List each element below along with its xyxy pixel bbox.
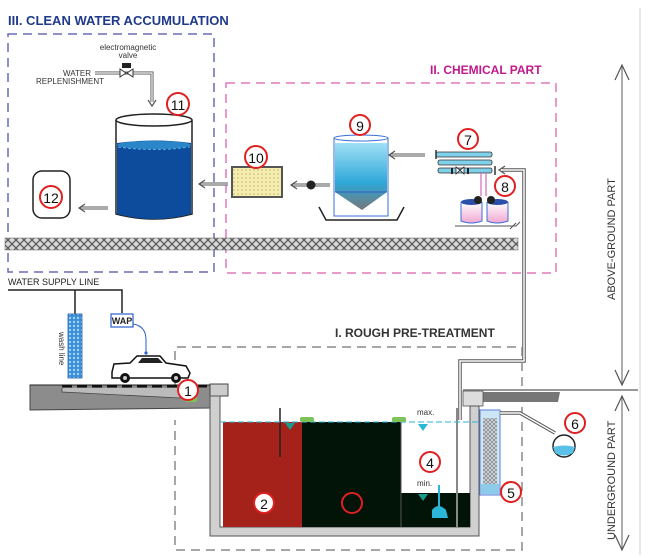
sewer-outlet-icon bbox=[552, 434, 576, 458]
marker-3: 3 bbox=[341, 492, 363, 514]
marker-number: 5 bbox=[507, 485, 515, 501]
ground-slab-right bbox=[462, 389, 638, 407]
min-level-label: min. bbox=[417, 479, 432, 488]
car-icon bbox=[111, 355, 191, 383]
marker-number: 6 bbox=[571, 416, 579, 432]
marker-2: 2 bbox=[253, 492, 275, 514]
section-title-clean-water: III. CLEAN WATER ACCUMULATION bbox=[8, 13, 229, 28]
marker-10: 10 bbox=[244, 145, 268, 169]
submersible-pump-icon bbox=[432, 506, 448, 518]
chemical-tanks bbox=[455, 196, 521, 230]
marker-6: 6 bbox=[564, 412, 586, 434]
wap-box bbox=[110, 313, 134, 328]
marker-number: 1 bbox=[184, 383, 192, 399]
marker-number: 12 bbox=[43, 190, 59, 206]
marker-8: 8 bbox=[494, 175, 516, 197]
marker-number: 2 bbox=[260, 496, 268, 512]
underground-arrow-icon bbox=[614, 394, 630, 552]
sand-filter-column bbox=[479, 409, 501, 496]
above-ground-arrow-icon bbox=[614, 63, 630, 387]
marker-5: 5 bbox=[500, 481, 522, 503]
arrow-uv-to-settler-icon bbox=[387, 150, 425, 160]
marker-number: 4 bbox=[426, 455, 434, 471]
water-replenishment-line1: WATER bbox=[63, 69, 91, 78]
water-supply-label: WATER SUPPLY LINE bbox=[8, 277, 99, 287]
valve-label-line1: electromagnetic bbox=[100, 43, 156, 52]
replenishment-arrow-icon bbox=[147, 99, 157, 108]
wap-label: WAP bbox=[112, 316, 133, 326]
marker-7: 7 bbox=[457, 128, 479, 150]
max-level-label: max. bbox=[417, 408, 434, 417]
chemical-section-border bbox=[225, 82, 557, 274]
wash-line-label: wash line bbox=[57, 331, 66, 366]
settling-tank bbox=[318, 134, 405, 221]
water-supply-pipe bbox=[8, 289, 123, 314]
ground-level-hatch bbox=[4, 237, 519, 251]
section-title-chemical: II. CHEMICAL PART bbox=[430, 63, 542, 77]
underground-label: UNDERGROUND PART bbox=[606, 420, 618, 540]
underground-basin bbox=[209, 395, 480, 537]
wash-line-column bbox=[67, 313, 83, 379]
pump-icon bbox=[306, 180, 316, 190]
dosing-unit bbox=[435, 150, 496, 196]
electromagnetic-valve-icon bbox=[119, 63, 134, 78]
marker-number: 8 bbox=[501, 179, 509, 195]
valve-label-line2: valve bbox=[119, 51, 138, 60]
marker-number: 3 bbox=[348, 496, 356, 512]
marker-number: 10 bbox=[248, 150, 264, 166]
marker-number: 11 bbox=[171, 97, 186, 113]
marker-number: 7 bbox=[464, 132, 472, 148]
section-title-rough: I. ROUGH PRE-TREATMENT bbox=[335, 326, 495, 340]
water-replenishment-line2: REPLENISHMENT bbox=[36, 77, 104, 86]
outlet-pipe bbox=[500, 411, 556, 435]
marker-number: 9 bbox=[356, 118, 364, 134]
wap-hose bbox=[132, 323, 147, 352]
oil-separator-chamber bbox=[302, 422, 401, 527]
rough-section-border bbox=[174, 346, 523, 551]
arrow-filter-to-tank-icon bbox=[197, 179, 228, 189]
marker-9: 9 bbox=[349, 114, 371, 136]
clean-water-tank bbox=[115, 113, 193, 220]
marker-11: 11 bbox=[166, 92, 190, 116]
marker-12: 12 bbox=[39, 185, 63, 209]
arrow-tank-to-consumer-icon bbox=[77, 203, 108, 213]
fine-filter-block bbox=[231, 166, 283, 198]
wash-bay-slab bbox=[29, 383, 229, 411]
clean-water-section-border bbox=[7, 33, 215, 273]
marker-1: 1 bbox=[177, 379, 199, 401]
marker-4: 4 bbox=[419, 451, 441, 473]
above-ground-label: ABOVE-GROUND PART bbox=[606, 178, 618, 300]
